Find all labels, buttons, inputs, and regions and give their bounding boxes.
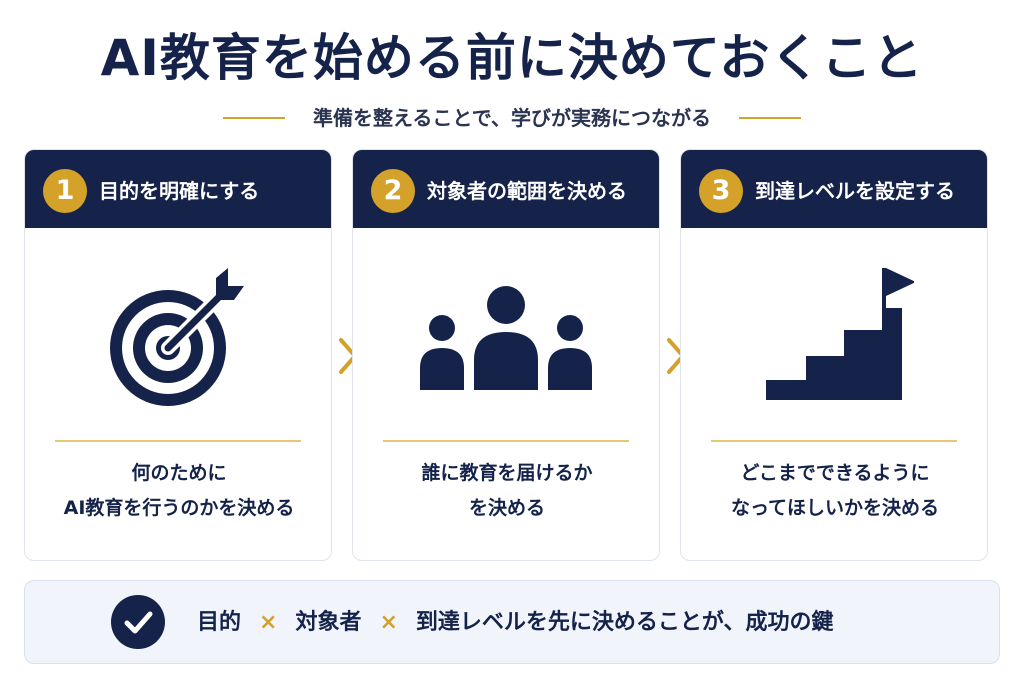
step-header-3: 3 到達レベルを設定する (681, 150, 987, 228)
step-header-2: 2 対象者の範囲を決める (353, 150, 659, 228)
summary-box: 目的 × 対象者 × 到達レベルを先に決めることが、成功の鍵 (24, 580, 1000, 664)
subtitle-row: 準備を整えることで、学びが実務につながる (0, 101, 1024, 135)
check-circle-icon (111, 595, 165, 649)
step-line: なってほしいかを決める (730, 497, 940, 519)
times-sign: × (259, 610, 278, 635)
stairs-flag-icon (681, 260, 987, 420)
step-line: どこまでできるように (740, 462, 930, 484)
step-description-2: 誰に教育を届けるか を決める (363, 456, 651, 526)
subtitle: 準備を整えることで、学びが実務につながる (313, 106, 711, 130)
step-title-1: 目的を明確にする (99, 179, 260, 203)
step-divider-2 (383, 440, 629, 442)
step-divider-1 (55, 440, 301, 442)
step-line: を決める (468, 497, 545, 519)
subtitle-left-line (223, 117, 285, 119)
step-description-3: どこまでできるように なってほしいかを決める (691, 456, 979, 526)
summary-part-1: 目的 (197, 610, 242, 635)
step-number-2: 2 (371, 169, 415, 213)
step-divider-3 (711, 440, 957, 442)
step-line: 誰に教育を届けるか (421, 462, 593, 484)
step-line: AI教育を行うのかを決める (63, 497, 295, 519)
step-title-3: 到達レベルを設定する (755, 179, 955, 203)
step-line: 何のために (131, 462, 227, 484)
times-sign: × (379, 610, 398, 635)
step-header-1: 1 目的を明確にする (25, 150, 331, 228)
summary-text: 目的 × 対象者 × 到達レベルを先に決めることが、成功の鍵 (197, 581, 833, 663)
step-number-3: 3 (699, 169, 743, 213)
step-title-2: 対象者の範囲を決める (427, 179, 627, 203)
step-card-3: 3 到達レベルを設定する どこまでできるように なってほしいかを決める (680, 149, 988, 561)
summary-part-2: 対象者 (295, 610, 362, 635)
page-title: AI教育を始める前に決めておくこと (100, 29, 924, 87)
step-description-1: 何のために AI教育を行うのかを決める (35, 456, 323, 526)
summary-part-3: 到達レベルを先に決めることが、成功の鍵 (415, 610, 834, 635)
step-number-1: 1 (43, 169, 87, 213)
target-arrow-icon (25, 260, 331, 420)
people-group-icon (353, 260, 659, 420)
subtitle-right-line (739, 117, 801, 119)
step-card-1: 1 目的を明確にする 何のために AI教育を行うのかを決める (24, 149, 332, 561)
step-card-2: 2 対象者の範囲を決める 誰に教育を届けるか を決める (352, 149, 660, 561)
